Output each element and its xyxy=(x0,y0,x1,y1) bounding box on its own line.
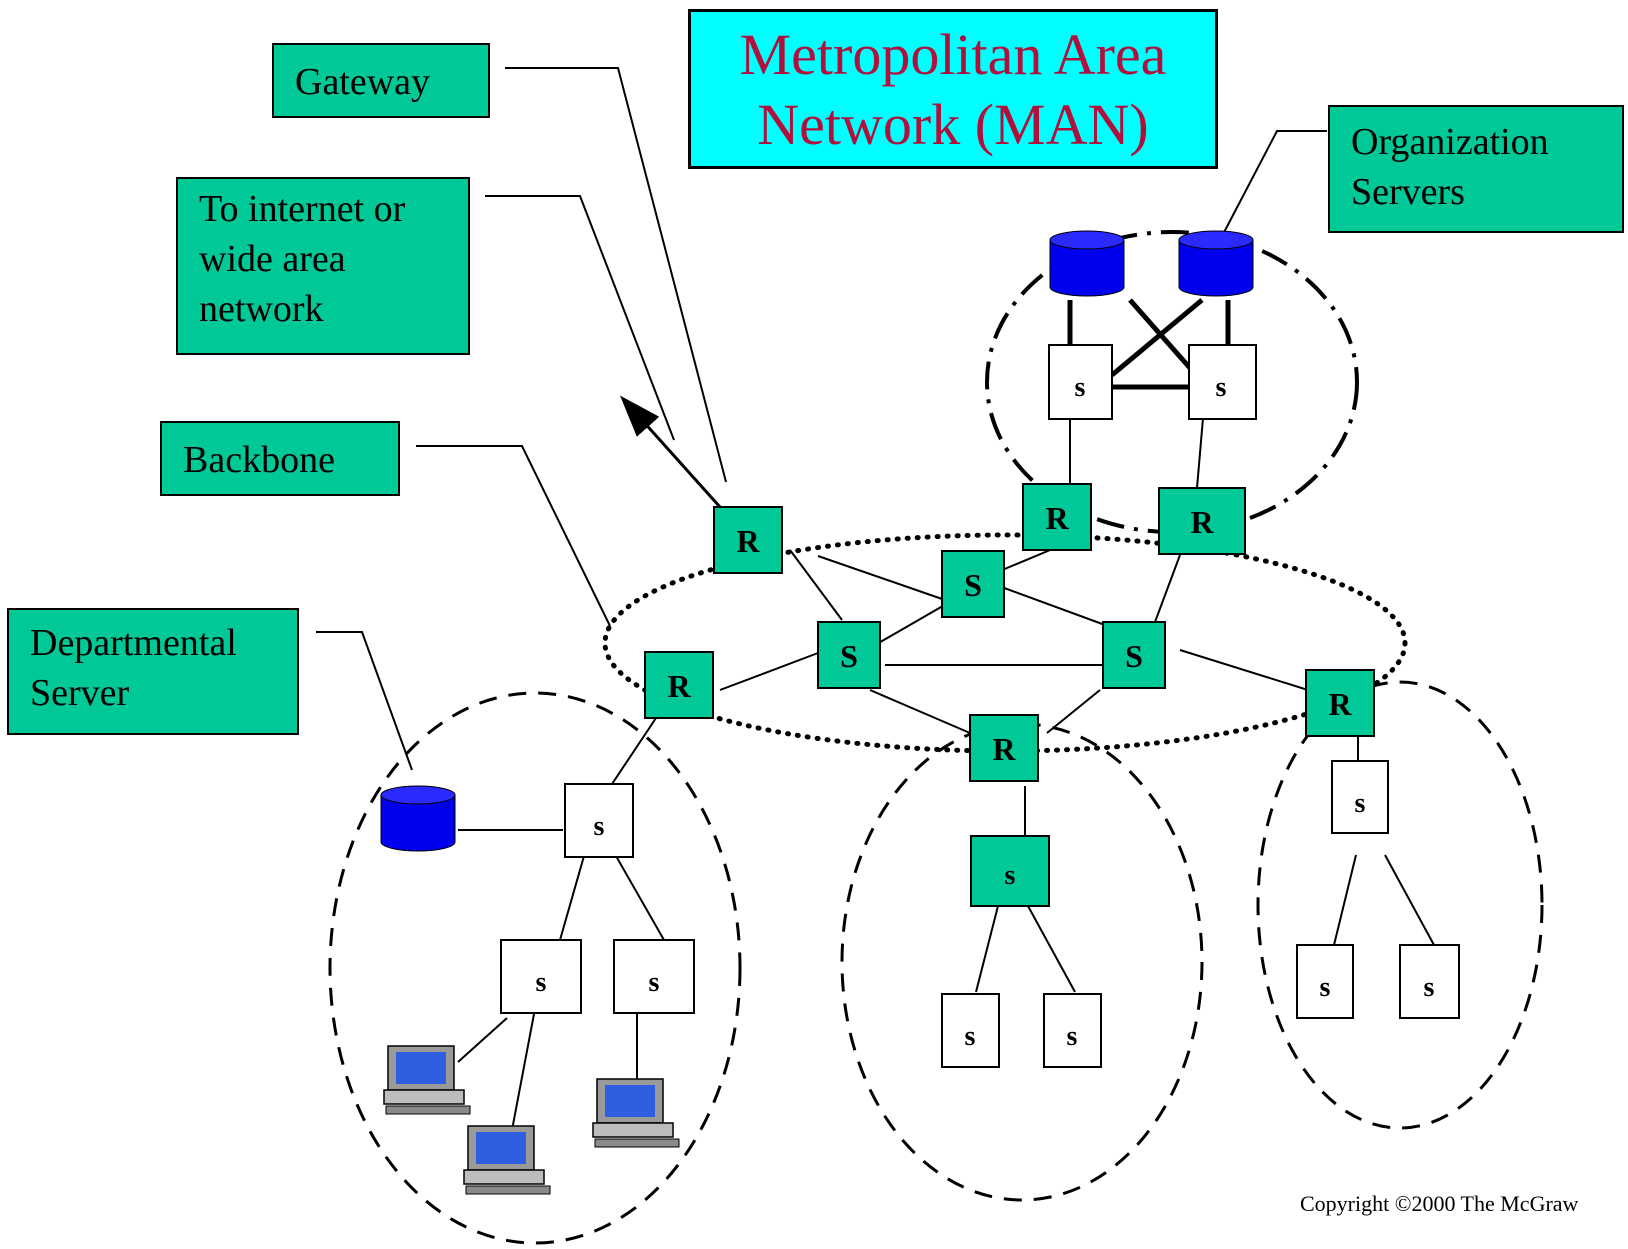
backbone-switch-right: S xyxy=(1102,621,1166,689)
router-left: R xyxy=(644,651,714,719)
dept-switch-right: s xyxy=(613,939,695,1014)
internet-line-1: To internet or xyxy=(199,188,406,230)
link xyxy=(1027,905,1076,993)
dept-switch-left: s xyxy=(500,939,582,1014)
link xyxy=(1046,689,1101,734)
mid-switch-left: s xyxy=(941,993,1000,1068)
svg-text:S: S xyxy=(840,638,858,674)
link xyxy=(1333,854,1357,946)
link xyxy=(1179,649,1309,691)
backbone-leader xyxy=(416,445,611,627)
copyright-text: Copyright ©2000 The McGraw xyxy=(1300,1191,1579,1216)
svg-text:s: s xyxy=(1216,372,1227,403)
link xyxy=(1196,417,1204,489)
organization-line-1: Organization xyxy=(1351,121,1549,163)
title-line-1: Metropolitan Area xyxy=(739,22,1167,87)
org-server-1 xyxy=(1049,230,1125,297)
server-links xyxy=(1067,298,1231,390)
svg-text:s: s xyxy=(965,1021,976,1052)
svg-text:S: S xyxy=(1125,638,1143,674)
organization-line-2: Servers xyxy=(1351,171,1465,213)
link xyxy=(1110,298,1204,377)
svg-text:R: R xyxy=(1045,500,1069,536)
link xyxy=(1384,854,1435,946)
gateway-label: Gateway xyxy=(272,43,490,118)
gateway-text: Gateway xyxy=(295,61,431,103)
link xyxy=(457,1017,508,1063)
org-switch-2: s xyxy=(1188,344,1257,420)
computer-1 xyxy=(383,1045,471,1115)
organization-leader xyxy=(1219,130,1327,241)
gateway-leader xyxy=(505,67,727,483)
org-switch-1: s xyxy=(1048,344,1113,420)
svg-text:R: R xyxy=(736,523,760,559)
org-server-2 xyxy=(1178,230,1254,297)
internet-line-3: network xyxy=(199,288,324,330)
internet-arrow xyxy=(619,395,722,509)
link xyxy=(559,855,585,941)
svg-text:s: s xyxy=(594,811,605,842)
computer-2 xyxy=(463,1125,551,1195)
svg-text:R: R xyxy=(667,668,691,704)
link xyxy=(719,652,819,691)
leader-lines xyxy=(316,67,1327,771)
svg-text:s: s xyxy=(1067,1021,1078,1052)
svg-text:s: s xyxy=(1355,788,1366,819)
organization-label: Organization Servers xyxy=(1328,105,1624,233)
link xyxy=(975,905,999,993)
internet-label: To internet or wide area network xyxy=(176,177,470,355)
svg-text:R: R xyxy=(992,731,1016,767)
departmental-label: Departmental Server xyxy=(7,608,299,735)
link xyxy=(1154,554,1181,623)
svg-text:s: s xyxy=(1424,972,1435,1003)
link xyxy=(615,855,665,941)
svg-text:R: R xyxy=(1328,686,1352,722)
router-org-1: R xyxy=(1022,483,1092,551)
svg-text:s: s xyxy=(1005,860,1016,891)
title-box: Metropolitan Area Network (MAN) xyxy=(688,9,1218,169)
middle-region xyxy=(840,722,1204,1202)
departmental-server xyxy=(380,785,456,852)
computer-3 xyxy=(592,1078,680,1148)
svg-text:s: s xyxy=(536,967,547,998)
departmental-line-1: Departmental xyxy=(30,622,237,664)
dept-switch-top: s xyxy=(564,783,634,858)
router-org-2: R xyxy=(1158,487,1246,555)
mid-switch-right: s xyxy=(1043,993,1102,1068)
departmental-region xyxy=(328,691,742,1245)
departmental-line-2: Server xyxy=(30,672,130,714)
link xyxy=(869,689,971,734)
right-switch-left: s xyxy=(1296,944,1354,1019)
right-region xyxy=(1256,680,1544,1130)
router-gateway: R xyxy=(713,506,783,574)
right-switch-right: s xyxy=(1399,944,1460,1019)
internet-line-2: wide area xyxy=(199,238,346,280)
svg-text:s: s xyxy=(1075,372,1086,403)
link xyxy=(511,1013,535,1131)
svg-text:S: S xyxy=(964,567,982,603)
backbone-switch-top: S xyxy=(941,550,1005,618)
link xyxy=(789,549,843,621)
internet-leader xyxy=(485,195,675,441)
svg-text:R: R xyxy=(1190,504,1214,540)
svg-text:s: s xyxy=(649,967,660,998)
svg-text:s: s xyxy=(1320,972,1331,1003)
link xyxy=(995,584,1106,626)
router-right: R xyxy=(1305,669,1375,737)
backbone-switch-left: S xyxy=(817,621,881,689)
departmental-leader xyxy=(316,631,413,771)
link xyxy=(817,555,946,601)
backbone-text: Backbone xyxy=(183,439,335,481)
green-switch-middle: s xyxy=(970,835,1050,907)
link xyxy=(611,711,661,785)
title-line-2: Network (MAN) xyxy=(757,92,1149,157)
network-links xyxy=(457,417,1435,1131)
router-bottom: R xyxy=(969,714,1039,782)
link xyxy=(869,602,949,649)
right-switch-top: s xyxy=(1331,760,1389,834)
backbone-label: Backbone xyxy=(160,421,400,496)
